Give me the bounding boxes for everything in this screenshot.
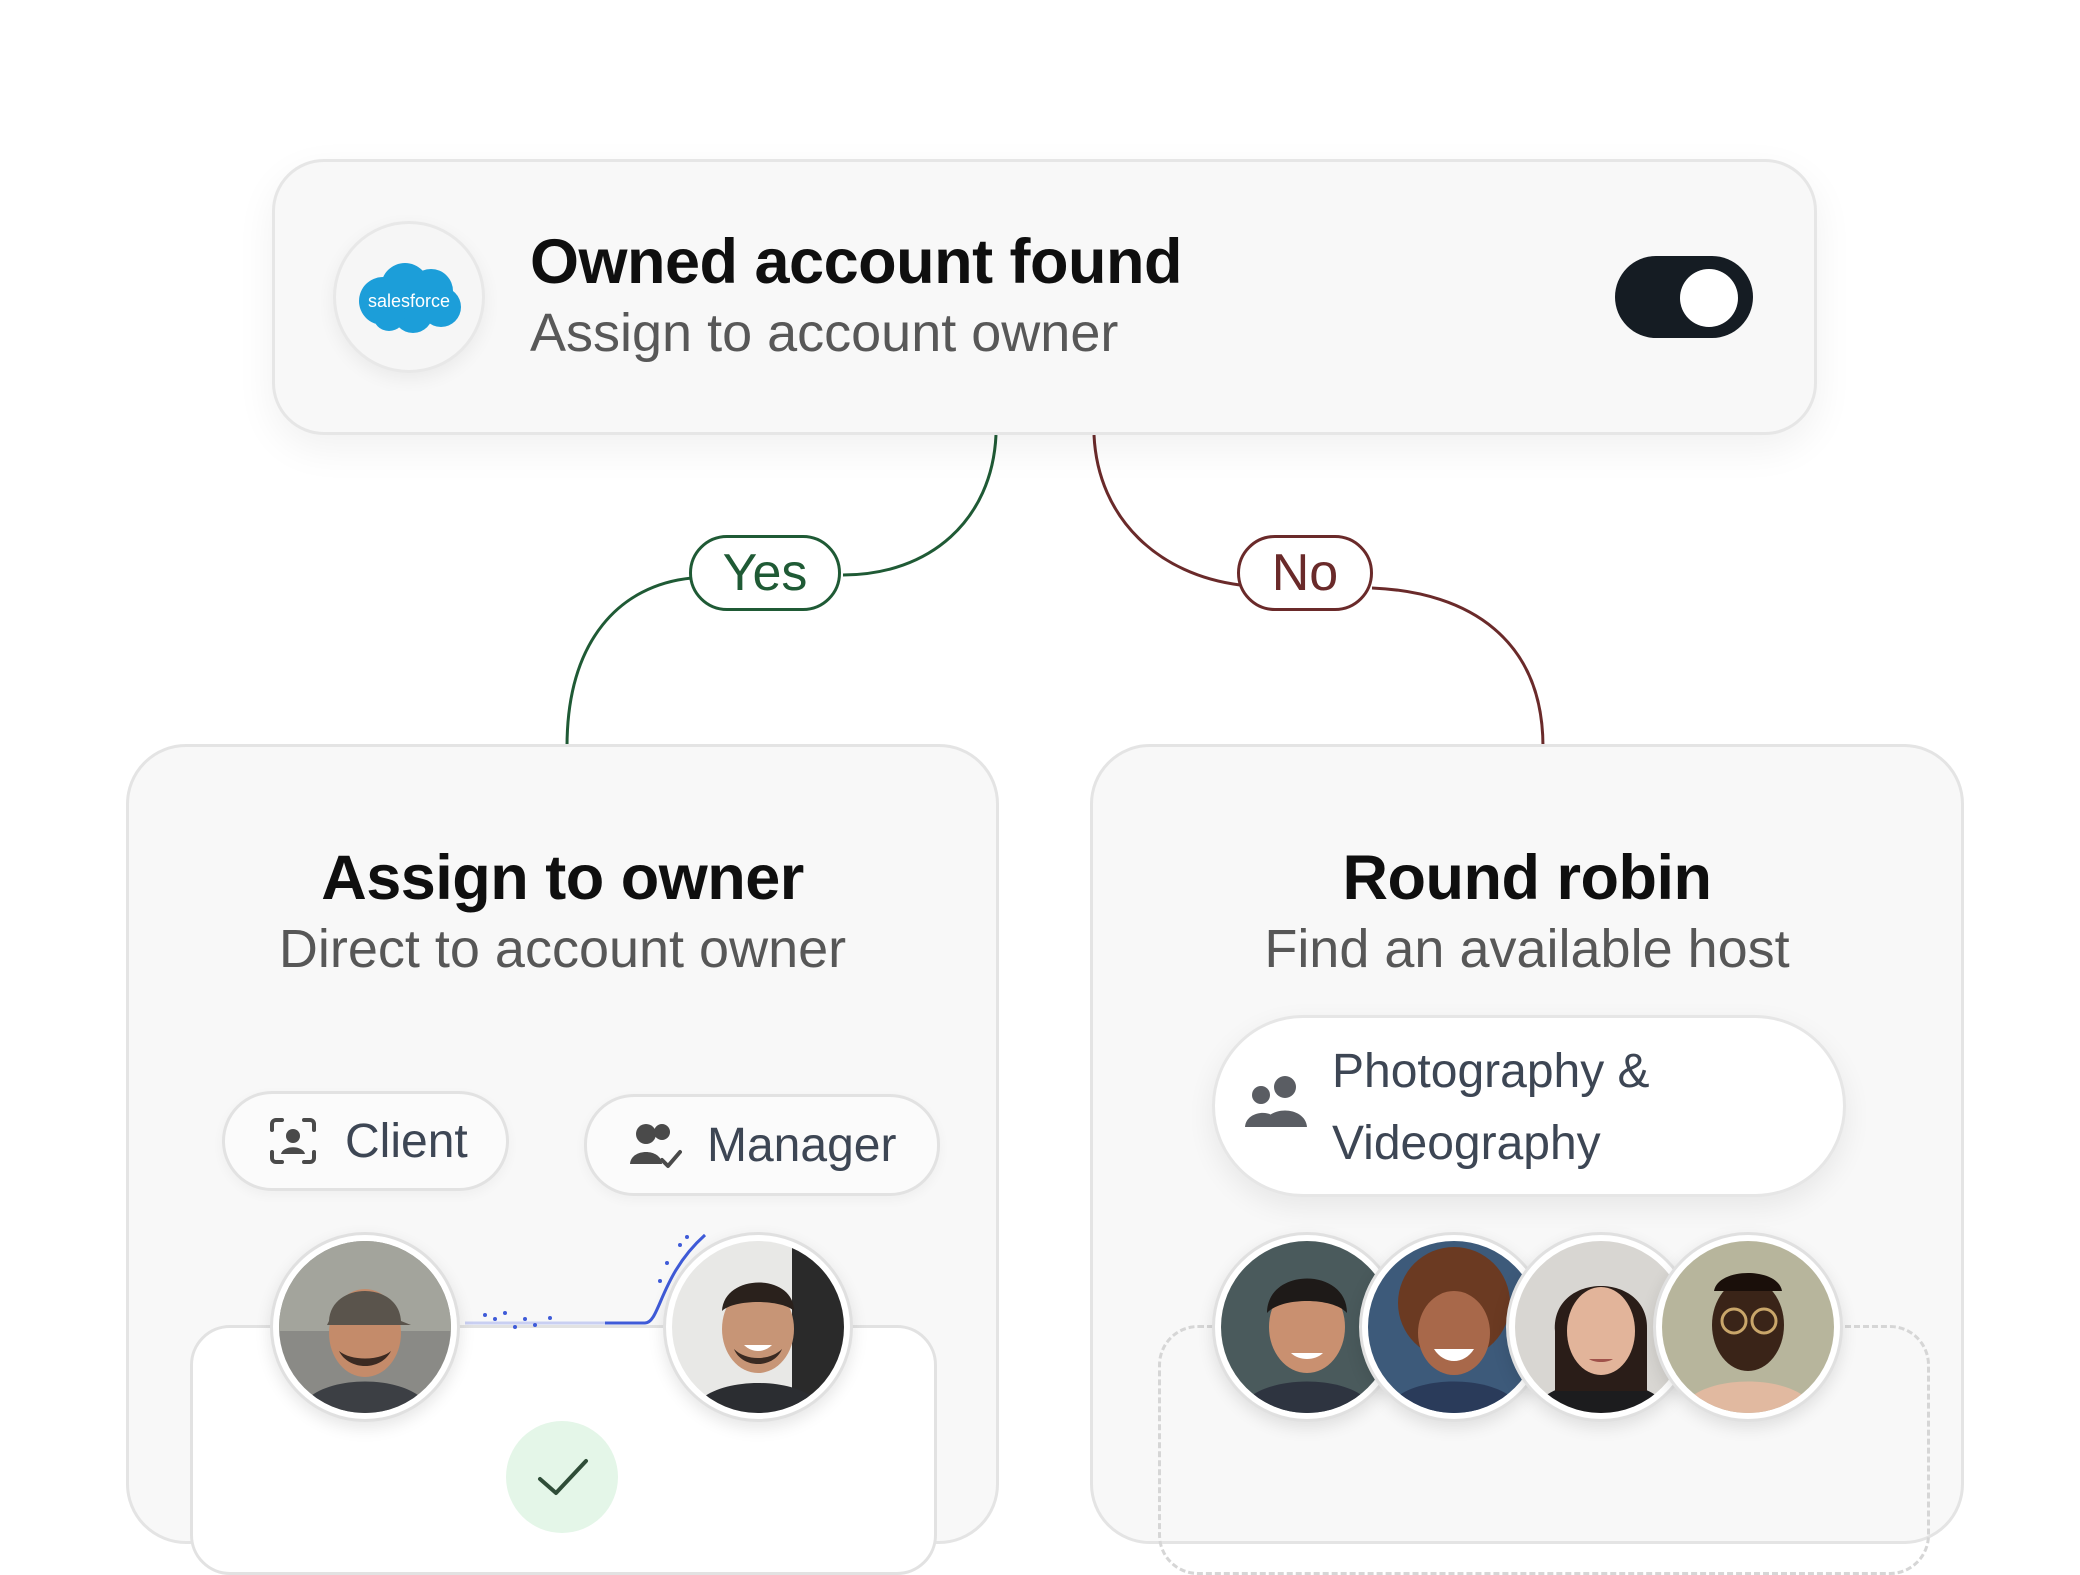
condition-card — [272, 159, 1817, 435]
team-icon — [1245, 1073, 1311, 1131]
manager-chip[interactable]: Manager — [584, 1094, 940, 1196]
manager-chip-label: Manager — [707, 1118, 897, 1172]
no-connector-upper — [1092, 434, 1241, 587]
yes-connector-lower — [565, 576, 693, 748]
client-chip[interactable]: Client — [222, 1091, 509, 1191]
team-chip[interactable] — [1212, 1015, 1846, 1197]
no-connector-lower — [1371, 586, 1545, 748]
assign-owner-title: Assign to owner — [321, 843, 804, 913]
assign-owner-subtitle: Direct to account owner — [278, 919, 847, 979]
toggle-knob — [1680, 269, 1738, 327]
client-icon — [263, 1111, 323, 1171]
check-icon — [538, 1459, 588, 1495]
host-avatar-4 — [1653, 1232, 1843, 1422]
handoff-connector — [465, 1233, 706, 1329]
client-avatar — [270, 1232, 460, 1422]
round-robin-subtitle: Find an available host — [1264, 919, 1790, 979]
yes-connector-upper — [842, 434, 998, 577]
host-avatar-2 — [1359, 1232, 1549, 1422]
salesforce-logo: salesforce — [333, 221, 485, 373]
yes-branch-label: Yes — [689, 535, 841, 611]
condition-title: Owned account found — [530, 227, 1182, 297]
salesforce-cloud-icon: salesforce — [359, 263, 461, 333]
salesforce-logo-text: salesforce — [368, 291, 450, 311]
condition-subtitle: Assign to account owner — [530, 303, 1119, 363]
manager-icon — [625, 1115, 685, 1175]
round-robin-title: Round robin — [1342, 843, 1712, 913]
team-chip-label: Photography & Videography — [1332, 1045, 1650, 1170]
host-avatar-3 — [1506, 1232, 1696, 1422]
assigned-status — [506, 1421, 618, 1533]
manager-avatar — [663, 1232, 853, 1422]
client-chip-label: Client — [345, 1114, 468, 1168]
no-branch-label: No — [1237, 535, 1373, 611]
